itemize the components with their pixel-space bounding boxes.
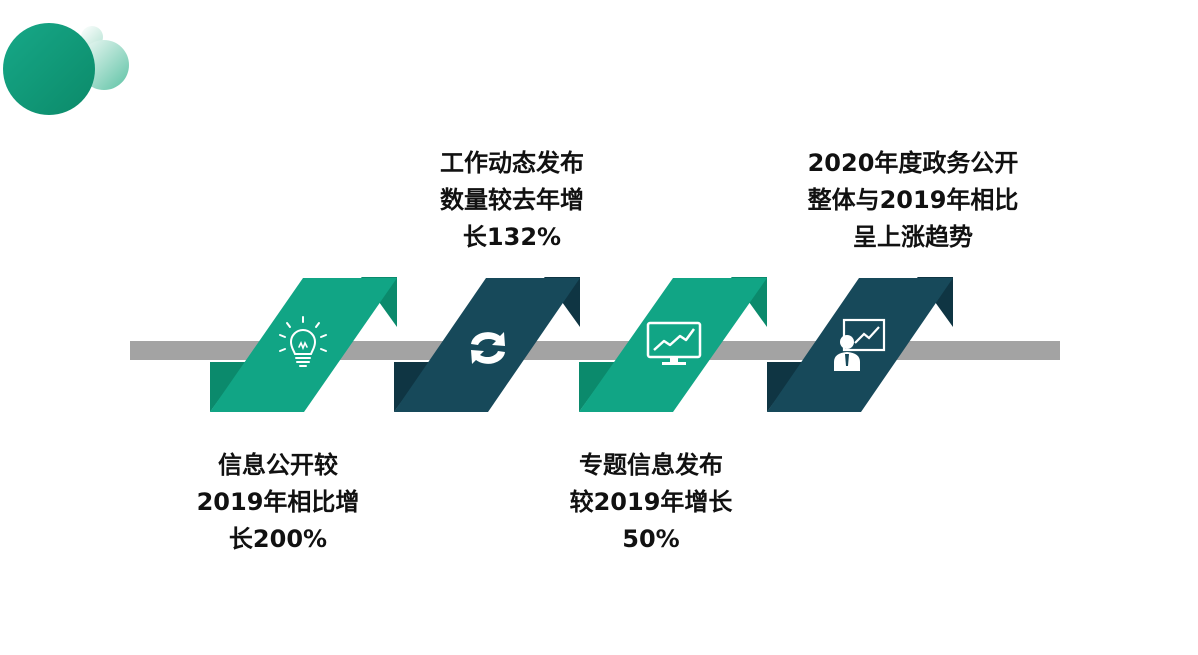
step-1-label-line-1: 信息公开较 — [218, 451, 338, 479]
monitor-chart-icon — [646, 321, 702, 365]
step-2 — [394, 277, 580, 412]
step-3-label-line-2: 较2019年增长 — [569, 488, 733, 516]
step-1 — [210, 277, 397, 412]
refresh-arrows-icon — [471, 332, 505, 364]
step-2-label-line-2: 数量较去年增 — [440, 186, 584, 214]
lightbulb-icon — [279, 316, 327, 367]
step-3 — [579, 277, 767, 412]
decorative-circles — [3, 23, 129, 115]
step-1-label-line-3: 长200% — [228, 525, 328, 553]
step-2-parallelogram — [394, 278, 580, 412]
step-4 — [767, 277, 953, 412]
step-1-label: 信息公开较 2019年相比增 长200% — [158, 447, 398, 558]
step-4-label-line-1: 2020年度政务公开 — [807, 149, 1019, 177]
step-2-label: 工作动态发布 数量较去年增 长132% — [392, 145, 632, 256]
step-4-label-line-3: 呈上涨趋势 — [853, 223, 973, 251]
deco-circle-large — [3, 23, 95, 115]
step-4-label: 2020年度政务公开 整体与2019年相比 呈上涨趋势 — [793, 145, 1033, 256]
step-3-label-line-1: 专题信息发布 — [579, 451, 723, 479]
step-1-label-line-2: 2019年相比增 — [196, 488, 360, 516]
step-2-label-line-1: 工作动态发布 — [440, 149, 584, 177]
step-3-parallelogram — [579, 278, 767, 412]
presenter-chart-icon — [834, 318, 886, 371]
step-3-label-line-3: 50% — [622, 525, 680, 553]
step-4-parallelogram — [767, 278, 953, 412]
step-3-label: 专题信息发布 较2019年增长 50% — [531, 447, 771, 558]
step-2-label-line-3: 长132% — [462, 223, 562, 251]
step-4-label-line-2: 整体与2019年相比 — [807, 186, 1019, 214]
